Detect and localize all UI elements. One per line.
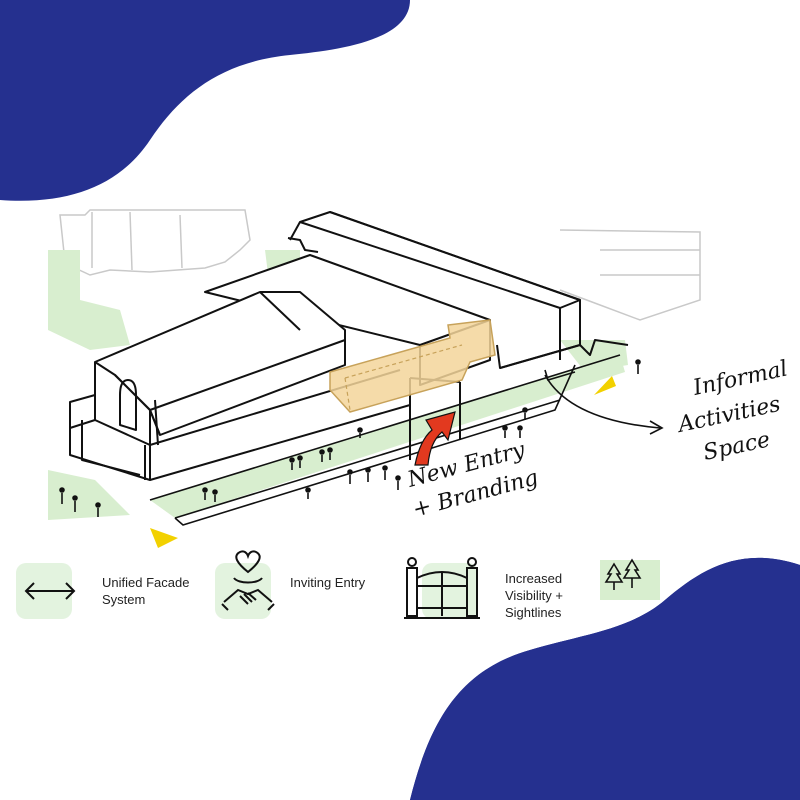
legend-label-visibility-line2: Visibility + bbox=[505, 588, 563, 603]
legend-label-visibility-line1: Increased bbox=[505, 571, 563, 586]
gate-icon bbox=[404, 557, 480, 619]
legend-label-visibility: Increased Visibility + Sightlines bbox=[505, 570, 563, 621]
entry-volume bbox=[329, 319, 496, 413]
activities-arrow bbox=[544, 374, 664, 435]
trees-icon bbox=[604, 558, 642, 590]
legend-label-facade: Unified Facade System bbox=[102, 574, 189, 608]
legend-label-facade-line1: Unified Facade bbox=[102, 575, 190, 590]
blob-top-left bbox=[0, 0, 410, 201]
entry-arrow bbox=[414, 411, 456, 466]
marker-right bbox=[594, 376, 616, 395]
handshake-heart-icon bbox=[221, 550, 275, 611]
legend-label-facade-line2: System bbox=[102, 592, 146, 607]
marker-left bbox=[150, 528, 178, 548]
space-label: Space bbox=[701, 427, 772, 466]
people bbox=[59, 359, 641, 517]
legend-label-entry-line1: Inviting Entry bbox=[290, 575, 366, 590]
legend-label-visibility-line3: Sightlines bbox=[505, 605, 562, 620]
legend-label-entry: Inviting Entry bbox=[290, 574, 365, 591]
double-arrow-icon bbox=[24, 582, 76, 600]
